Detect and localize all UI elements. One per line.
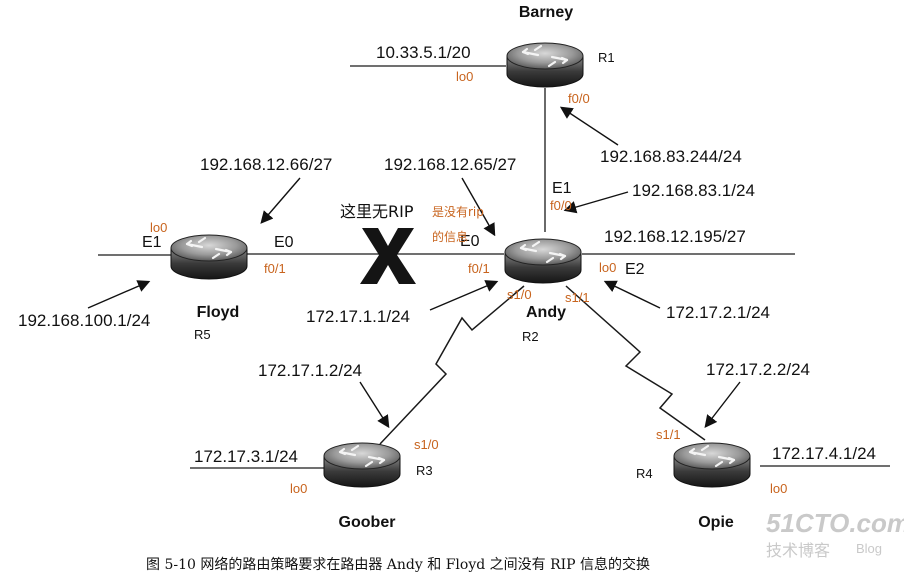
watermark-blog: Blog	[856, 541, 882, 556]
iface-floyd-f01: f0/1	[264, 261, 286, 276]
router-name-goober: Goober	[339, 514, 396, 531]
iface-opie-s11: s1/1	[656, 427, 681, 442]
iface-floyd-e1: E1	[142, 234, 162, 251]
iface-opie-lo0: lo0	[770, 481, 787, 496]
router-name-opie: Opie	[698, 514, 734, 531]
addr-andy-s10: 172.17.1.1/24	[306, 307, 410, 326]
watermark-brand: 51CTO.com	[766, 508, 904, 538]
arrow-floyd-e1	[87, 280, 151, 309]
figure-caption: 图 5-10 网络的路由策略要求在路由器 Andy 和 Floyd 之间没有 R…	[146, 556, 650, 573]
arrow-goober-s	[359, 381, 390, 429]
router-name-andy: Andy	[526, 304, 566, 321]
addr-andy-s11: 172.17.2.1/24	[666, 303, 770, 322]
watermark: 51CTO.com 技术博客 Blog	[766, 508, 904, 560]
addr-floyd-e1: 192.168.100.1/24	[18, 311, 150, 330]
router-name-floyd: Floyd	[197, 304, 240, 321]
router-id-goober: R3	[416, 463, 433, 478]
arrow-andy-s10	[429, 280, 499, 311]
iface-goober-lo0: lo0	[290, 481, 307, 496]
arrow-opie-s	[704, 381, 741, 428]
iface-andy-e2: E2	[625, 261, 645, 278]
arrow-andy-e1	[563, 191, 629, 214]
links	[98, 65, 890, 469]
iface-andy-e1: E1	[552, 180, 572, 197]
iface-barney-f00: f0/0	[568, 91, 590, 106]
arrow-barney-f	[559, 106, 619, 146]
addr-floyd-e0: 192.168.12.66/27	[200, 155, 332, 174]
router-id-barney: R1	[598, 50, 615, 65]
andy-goober-serial	[379, 285, 525, 445]
addr-andy-e0: 192.168.12.65/27	[384, 155, 516, 174]
addr-goober-s: 172.17.1.2/24	[258, 361, 362, 380]
andy-opie-serial	[565, 285, 706, 441]
iface-floyd-e0: E0	[274, 234, 294, 251]
pointer-arrows	[87, 106, 741, 429]
rip-note-line1: 是没有rip	[432, 204, 484, 219]
addr-andy-e1: 192.168.83.1/24	[632, 181, 755, 200]
addr-barney-lo: 10.33.5.1/20	[376, 43, 471, 62]
blocked-x-mark	[360, 228, 416, 284]
iface-andy-s10: s1/0	[507, 287, 532, 302]
iface-andy-lo0: lo0	[599, 260, 616, 275]
iface-barney-lo0: lo0	[456, 69, 473, 84]
router-goober[interactable]	[322, 441, 402, 489]
addr-opie-s: 172.17.2.2/24	[706, 360, 810, 379]
router-floyd[interactable]	[169, 233, 249, 281]
iface-andy-e0: E0	[460, 233, 480, 250]
router-id-andy: R2	[522, 329, 539, 344]
arrow-andy-e0	[461, 177, 496, 237]
addr-barney-f: 192.168.83.244/24	[600, 147, 742, 166]
watermark-sub: 技术博客	[766, 541, 830, 560]
rip-note-line2: 的信息	[432, 229, 468, 244]
router-barney[interactable]	[505, 41, 585, 89]
iface-andy-f01: f0/1	[468, 261, 490, 276]
router-id-opie: R4	[636, 466, 653, 481]
router-opie[interactable]	[672, 441, 752, 489]
router-id-floyd: R5	[194, 327, 211, 342]
iface-andy-s11: s1/1	[565, 290, 590, 305]
iface-andy-f00: f0/0	[550, 198, 572, 213]
iface-floyd-lo0: lo0	[150, 220, 167, 235]
no-rip-annotation: 这里无RIP	[340, 202, 414, 221]
arrow-andy-s11	[603, 280, 661, 309]
addr-goober-lo: 172.17.3.1/24	[194, 447, 298, 466]
iface-goober-s10: s1/0	[414, 437, 439, 452]
addr-andy-e2: 192.168.12.195/27	[604, 227, 746, 246]
router-andy[interactable]	[503, 237, 583, 285]
addr-opie-lo: 172.17.4.1/24	[772, 444, 876, 463]
arrow-floyd-e0	[260, 177, 301, 224]
router-name-barney: Barney	[519, 4, 573, 21]
